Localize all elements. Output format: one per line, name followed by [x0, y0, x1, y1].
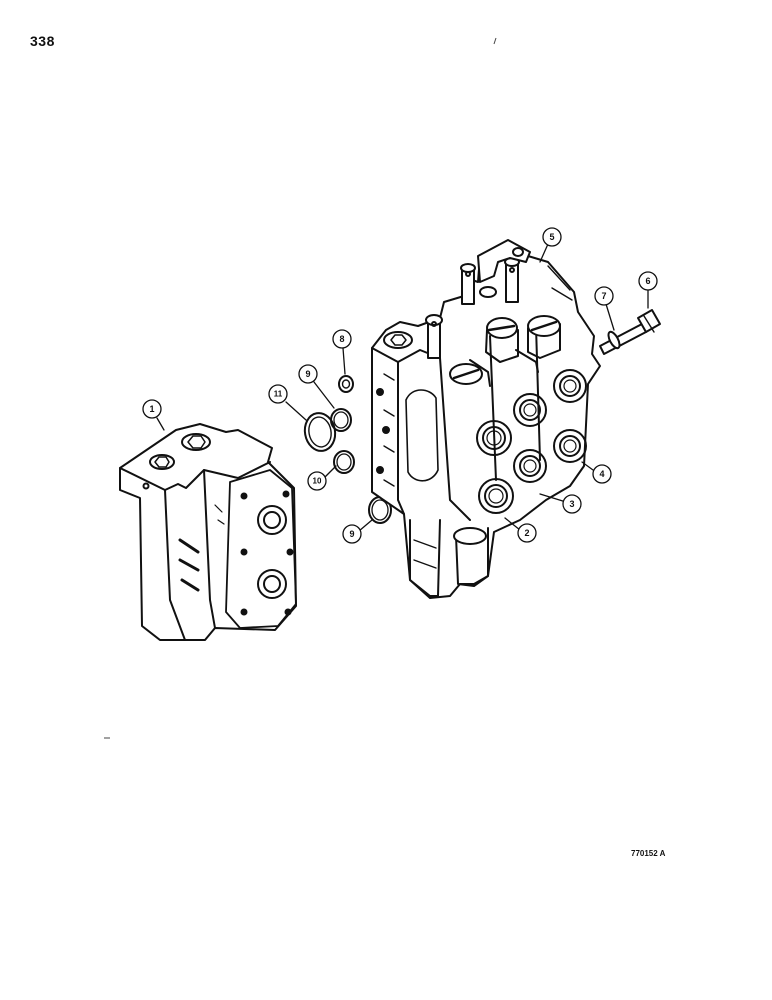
callout-1: 1 — [149, 404, 154, 414]
callout-2: 2 — [524, 528, 529, 538]
callout-3: 3 — [569, 499, 574, 509]
callout-9a: 9 — [305, 369, 310, 379]
callout-9b: 9 — [349, 529, 354, 539]
callout-circle-3 — [562, 494, 582, 514]
callout-circle-6 — [638, 271, 658, 291]
callout-6: 6 — [645, 276, 650, 286]
callout-7: 7 — [601, 291, 606, 301]
callout-4: 4 — [599, 469, 604, 479]
callout-circle-9b — [342, 524, 362, 544]
callout-circle-7 — [594, 286, 614, 306]
washer-8 — [338, 375, 354, 393]
o-ring-9-upper — [330, 408, 352, 432]
figure-code: 770152 A — [631, 849, 666, 858]
callout-5: 5 — [549, 232, 554, 242]
callout-circle-8 — [332, 329, 352, 349]
callout-10: 10 — [313, 477, 322, 486]
bolt-6 — [599, 309, 661, 355]
page-number: 338 — [30, 33, 55, 49]
lock-washer-7 — [607, 330, 621, 350]
o-ring-10 — [333, 450, 355, 474]
callout-circle-5 — [542, 227, 562, 247]
callout-circle-4 — [592, 464, 612, 484]
inlet-cover-part — [119, 423, 297, 641]
callout-11: 11 — [274, 390, 283, 399]
callout-circle-9a — [298, 364, 318, 384]
callout-circle-2 — [517, 523, 537, 543]
control-valve-assembly — [371, 239, 601, 599]
callout-8: 8 — [339, 334, 344, 344]
callout-circle-1 — [142, 399, 162, 419]
callout-circle-11 — [268, 384, 288, 404]
callout-circle-10 — [307, 471, 327, 491]
